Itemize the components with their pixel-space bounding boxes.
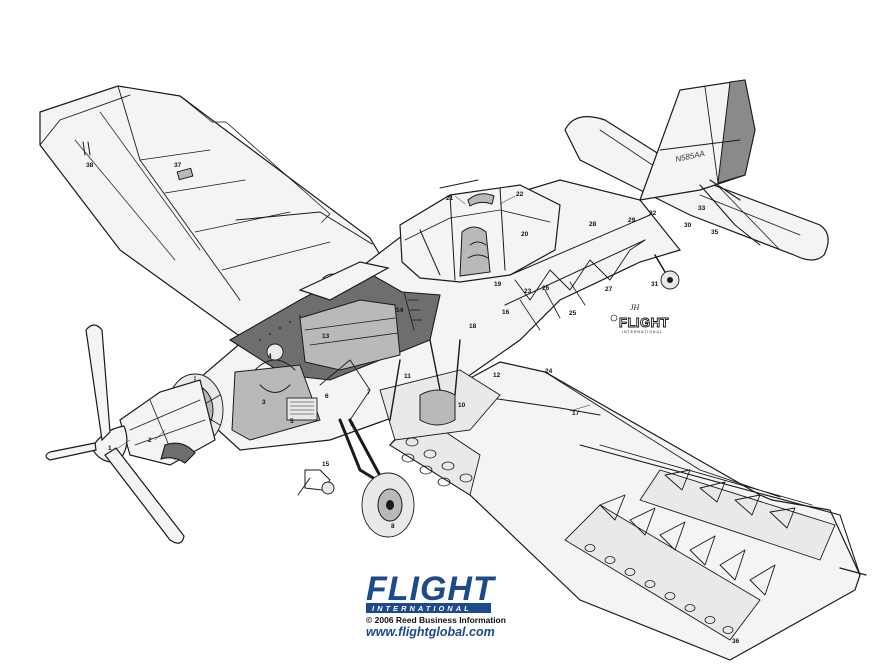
landing-gear	[297, 254, 680, 538]
callout-29: 29	[628, 217, 636, 224]
callout-10: 10	[458, 402, 466, 409]
copyright-line: © 2006 Reed Business Information	[366, 615, 506, 625]
callout-36: 36	[732, 638, 740, 645]
callout-14: 14	[396, 307, 404, 314]
artist-badge: JH FLIGHT INTERNATIONAL	[610, 303, 669, 334]
website-link[interactable]: www.flightglobal.com	[366, 625, 495, 639]
callout-26: 26	[542, 285, 550, 292]
logo-banner	[366, 603, 491, 613]
callout-4: 4	[268, 353, 272, 360]
callout-15: 15	[322, 461, 330, 468]
callout-19: 19	[494, 281, 502, 288]
callout-35: 35	[711, 229, 719, 236]
callout-1: 1	[108, 445, 112, 452]
callout-2: 2	[148, 437, 152, 444]
callout-27: 27	[605, 286, 613, 293]
callout-16: 16	[502, 309, 510, 316]
logo-flight-word: FLIGHT	[366, 570, 497, 608]
callout-23: 23	[524, 288, 532, 295]
leader-lines	[114, 195, 591, 451]
callout-12: 12	[493, 372, 501, 379]
callout-13: 13	[322, 333, 330, 340]
callout-37: 37	[174, 162, 182, 169]
callout-11: 11	[404, 373, 411, 380]
callout-9: 9	[350, 421, 354, 428]
logo-international: INTERNATIONAL	[372, 604, 472, 613]
engine-nose	[45, 324, 224, 544]
callout-33: 33	[698, 205, 706, 212]
callout-21: 21	[446, 195, 454, 202]
tail	[564, 79, 829, 261]
callout-6: 6	[325, 393, 329, 400]
callout-5: 5	[290, 418, 294, 425]
badge-flight-word: FLIGHT	[619, 315, 669, 330]
callout-31: 31	[651, 281, 659, 288]
callout-7: 7	[367, 389, 371, 396]
callout-38: 38	[86, 162, 94, 169]
fuselage	[179, 179, 682, 451]
callout-22: 22	[516, 191, 524, 198]
callout-numbers: 1 2 3 4 5 6 7 8 9 10 11 12 13 14 15 16 1…	[86, 162, 740, 645]
right-wing	[389, 361, 867, 661]
badge-international: INTERNATIONAL	[622, 330, 663, 334]
callout-3: 3	[262, 399, 266, 406]
callout-30: 30	[684, 222, 692, 229]
flight-international-logo: FLIGHT INTERNATIONAL © 2006 Reed Busines…	[366, 570, 506, 639]
callout-18: 18	[469, 323, 477, 330]
callout-24: 24	[545, 368, 553, 375]
callout-28: 28	[589, 221, 597, 228]
callout-17: 17	[572, 410, 580, 417]
callout-25: 25	[569, 310, 577, 317]
callout-32: 32	[649, 210, 657, 217]
left-wing	[39, 85, 389, 336]
callout-20: 20	[521, 231, 529, 238]
callout-8: 8	[391, 523, 395, 530]
artist-signature: JH	[630, 303, 641, 312]
